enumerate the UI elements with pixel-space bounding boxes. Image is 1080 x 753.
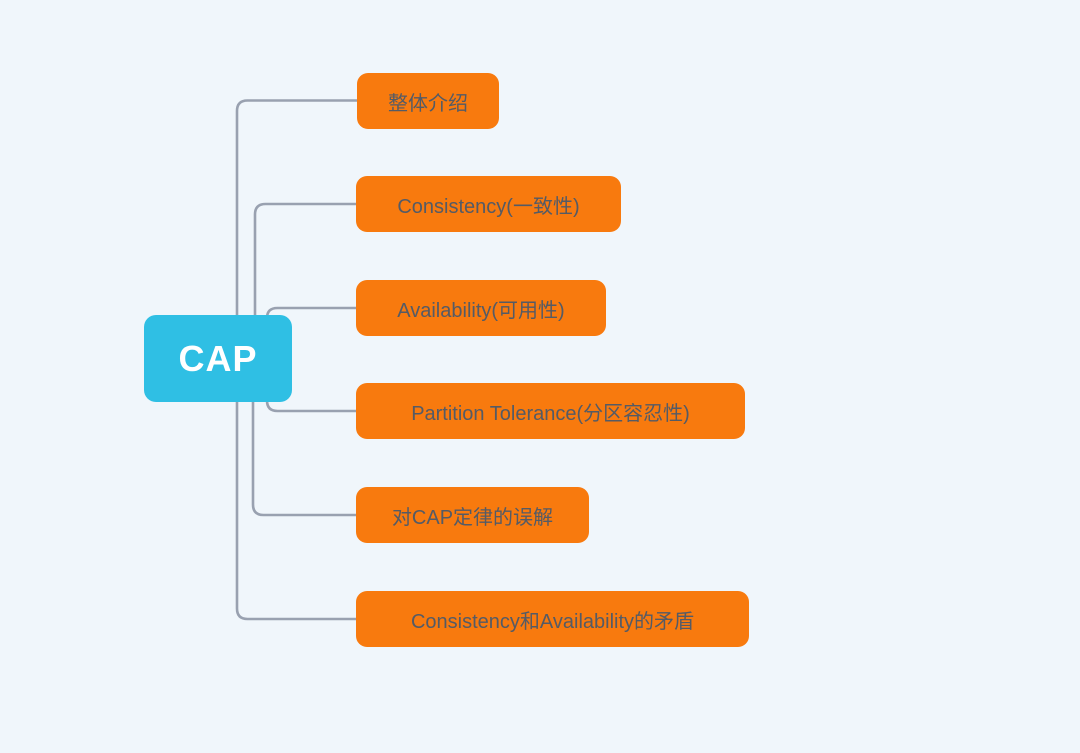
connector-branch-6 (235, 388, 362, 621)
branch-topic-consistency-availability-conflict[interactable]: Consistency和Availability的矛盾 (356, 591, 749, 647)
branch-topic-label: Consistency和Availability的矛盾 (410, 610, 695, 633)
branch-topic-availability[interactable]: Availability(可用性) (356, 280, 606, 336)
branch-topic-partition-tolerance[interactable]: Partition Tolerance(分区容忍性) (356, 383, 745, 439)
branch-topic-overview[interactable]: 整体介绍 (357, 73, 499, 129)
connector-branch-2 (253, 202, 362, 332)
branch-topic-label: Availability(可用性) (397, 299, 565, 322)
branch-topic-label: 整体介绍 (388, 92, 468, 115)
branch-topic-cap-misunderstanding[interactable]: 对CAP定律的误解 (356, 487, 589, 543)
root-topic-cap[interactable]: CAP (144, 315, 292, 402)
root-topic-label: CAP (178, 337, 258, 379)
branch-topic-label: Partition Tolerance(分区容忍性) (411, 402, 690, 425)
branch-topic-label: Consistency(一致性) (397, 195, 580, 218)
connector-branch-5 (251, 388, 362, 517)
branch-topic-consistency[interactable]: Consistency(一致性) (356, 176, 621, 232)
connector-branch-1 (235, 99, 362, 332)
branch-topic-label: 对CAP定律的误解 (391, 506, 554, 529)
